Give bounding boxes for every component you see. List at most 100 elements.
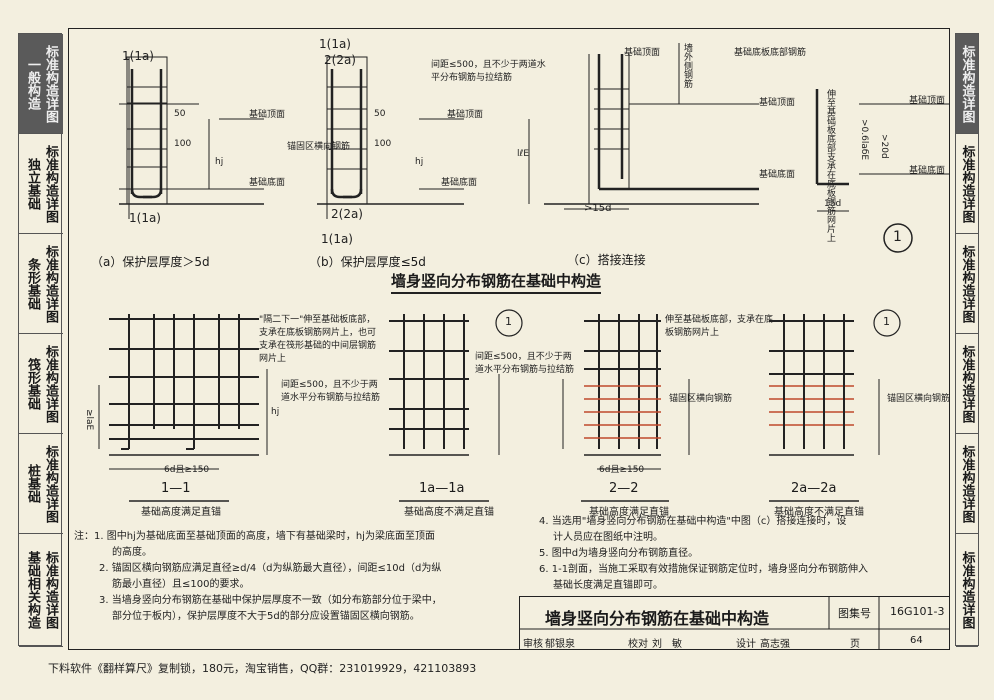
left-tab-2[interactable]: 条形基础标准构造详图 (19, 234, 63, 334)
circle-1a: 1 (505, 315, 512, 328)
c-label-base-top: 基础顶面 (624, 48, 661, 58)
left-tab-sub: 标准构造详图 (43, 551, 58, 629)
d-label-base-top: 基础顶面 (909, 96, 946, 106)
c-spacing-note: 间距≤500，且不少于两道水平分布钢筋与拉结筋 (431, 60, 546, 83)
check-label: 校对 (628, 639, 648, 650)
right-tab-label: 标准构造详图 (959, 144, 975, 223)
c-label-base-top2: 基础顶面 (759, 98, 796, 108)
s11-note: "隔二下一"伸至基础板底部，支承在底板钢筋网片上，也可支承在筏形基础的中间层钢筋… (259, 315, 377, 364)
footer-ad: 下料软件《翻样算尺》复制锁，180元，淘宝销售，QQ群：231019929，42… (48, 662, 477, 675)
caption-b: （b）保护层厚度≤5d (309, 255, 426, 269)
s11-hj: hj (271, 407, 280, 417)
design-label: 设计 (736, 639, 756, 650)
label-base-bottom-b: 基础底面 (441, 178, 478, 188)
title-block: 墙身竖向分布钢筋在基础中构造 图集号 16G101-3 审核 郁银泉 校对 刘 … (519, 596, 950, 650)
note-line: 3. 当墙身竖向分布钢筋在基础中保护层厚度不一致（如分布筋部分位于梁中， (99, 595, 442, 606)
sec-1-name: 1—1 (161, 481, 191, 496)
left-tab-3[interactable]: 筏形基础标准构造详图 (19, 334, 63, 434)
c-wall-outer-bar: 墙外侧钢筋 (682, 43, 692, 88)
label-anchor-bars: 锚固区横向钢筋 (287, 142, 351, 152)
dim-hj-b: hj (415, 157, 424, 167)
sec-label-b-bottom2: 1(1a) (321, 232, 353, 246)
right-tab-label: 标准构造详图 (959, 44, 975, 123)
sec-label-b-top1: 1(1a) (319, 37, 351, 51)
right-tab-2[interactable]: 标准构造详图 (956, 234, 978, 334)
page-label: 页 (850, 639, 860, 650)
right-tab-label: 标准构造详图 (959, 551, 975, 629)
note-line: 5. 图中d为墙身竖向分布钢筋直径。 (539, 548, 699, 559)
notes-left: 注：1. 图中hj为基础底面至基础顶面的高度，墙下有基础梁时，hj为梁底面至顶面… (74, 529, 504, 625)
left-tab-sub: 标准构造详图 (43, 244, 58, 323)
left-category-tabs: 一般构造标准构造详图独立基础标准构造详图条形基础标准构造详图筏形基础标准构造详图… (18, 33, 63, 647)
right-tab-label: 标准构造详图 (959, 244, 975, 323)
s22-dim: 6d且≥150 (599, 465, 645, 475)
left-tab-1[interactable]: 独立基础标准构造详图 (19, 134, 63, 234)
designer: 高志强 (760, 639, 790, 650)
main-section-title: 墙身竖向分布钢筋在基础中构造 (391, 270, 602, 294)
dim-100-a: 100 (174, 139, 192, 149)
sec-2a-name: 2a—2a (791, 481, 837, 496)
right-tab-0[interactable]: 标准构造详图 (956, 34, 978, 134)
left-tab-title: 独立基础 (25, 157, 40, 210)
left-tab-5[interactable]: 基础相关构造标准构造详图 (19, 534, 63, 647)
note-line: 2. 锚固区横向钢筋应满足直径≥d/4（d为纵筋最大直径），间距≤10d（d为纵 (99, 563, 442, 574)
right-tab-4[interactable]: 标准构造详图 (956, 434, 978, 534)
left-tab-sub: 标准构造详图 (43, 444, 58, 523)
s22-anchor: 锚固区横向钢筋 (669, 394, 733, 404)
right-tab-5[interactable]: 标准构造详图 (956, 534, 978, 647)
s1a-note: 间距≤500，且不少于两道水平分布钢筋与拉结筋 (475, 352, 575, 375)
sec-1a-desc: 基础高度不满足直锚 (404, 507, 494, 518)
d-15d: 15d (824, 199, 842, 209)
dim-hj-a: hj (215, 157, 224, 167)
right-tab-3[interactable]: 标准构造详图 (956, 334, 978, 434)
note-line: 4. 当选用"墙身竖向分布钢筋在基础中构造"中图（c）搭接连接时，设 (539, 516, 847, 527)
s11-note2: 间距≤500，且不少于两道水平分布钢筋与拉结筋 (281, 380, 381, 403)
left-tab-title: 桩基础 (25, 464, 40, 503)
c-15d: >15d (584, 203, 612, 214)
s2a-anchor: 锚固区横向钢筋 (887, 394, 951, 404)
right-tab-label: 标准构造详图 (959, 344, 975, 423)
left-tab-4[interactable]: 桩基础标准构造详图 (19, 434, 63, 534)
sec-label-a-top: 1(1a) (122, 49, 154, 63)
title-block-title: 墙身竖向分布钢筋在基础中构造 (545, 609, 770, 628)
left-tab-sub: 标准构造详图 (43, 144, 58, 223)
note-line: 注：1. 图中hj为基础底面至基础顶面的高度，墙下有基础梁时，hj为梁底面至顶面 (74, 531, 435, 542)
note-line: 基础长度满足直锚即可。 (553, 580, 663, 591)
dim-50-b: 50 (374, 109, 386, 119)
note-line: 筋最小直径）且≤100的要求。 (112, 579, 250, 590)
c-base-bottom-bar: 基础底板底部钢筋 (734, 48, 807, 58)
c-label-base-bottom: 基础底面 (759, 170, 796, 180)
left-tab-sub: 标准构造详图 (43, 44, 58, 123)
left-tab-0[interactable]: 一般构造标准构造详图 (19, 34, 63, 134)
sec-2a-desc: 基础高度不满足直锚 (774, 507, 864, 518)
left-tab-title: 筏形基础 (25, 357, 40, 410)
reviewer: 郁银泉 (545, 639, 575, 650)
drawing-sheet: 1(1a) 1(1a) 1(1a) 2(2a) 2(2a) 1(1a) 基础顶面… (68, 28, 950, 650)
sec-1-desc: 基础高度满足直锚 (141, 507, 221, 518)
left-tab-title: 条形基础 (25, 257, 40, 310)
c-lle: lℓE (517, 149, 529, 159)
d-label-base-bottom: 基础底面 (909, 166, 946, 176)
label-base-top-a: 基础顶面 (249, 110, 286, 120)
note-line: 6. 1-1剖面，当施工采取有效措施保证钢筋定位时，墙身竖向分布钢筋伸入 (539, 564, 869, 575)
d-note: 伸至基础板底部支承在底板钢筋网片上 (825, 89, 835, 242)
d-20d: >20d (879, 134, 889, 159)
s11-dim: 6d且≥150 (164, 465, 210, 475)
sec-label-b-bottom1: 2(2a) (331, 207, 363, 221)
circle-2a: 1 (883, 315, 890, 328)
right-tab-label: 标准构造详图 (959, 444, 975, 523)
sec-label-b-top2: 2(2a) (324, 53, 356, 67)
detail-circle-number: 1 (893, 229, 902, 245)
sec-2-desc: 基础高度满足直锚 (589, 507, 669, 518)
page-number: 64 (910, 635, 923, 646)
s11-lae: ≥laE (84, 409, 94, 431)
dim-100-b: 100 (374, 139, 392, 149)
label-base-top-b: 基础顶面 (447, 110, 484, 120)
s22-note: 伸至基础板底部，支承在底板钢筋网片上 (665, 315, 774, 338)
caption-c: （c）搭接连接 (567, 253, 646, 267)
note-line: 的高度。 (112, 547, 152, 558)
left-tab-title: 一般构造 (25, 57, 40, 110)
right-category-tabs: 标准构造详图标准构造详图标准构造详图标准构造详图标准构造详图标准构造详图 (955, 33, 979, 647)
right-tab-1[interactable]: 标准构造详图 (956, 134, 978, 234)
sec-1a-name: 1a—1a (419, 481, 465, 496)
